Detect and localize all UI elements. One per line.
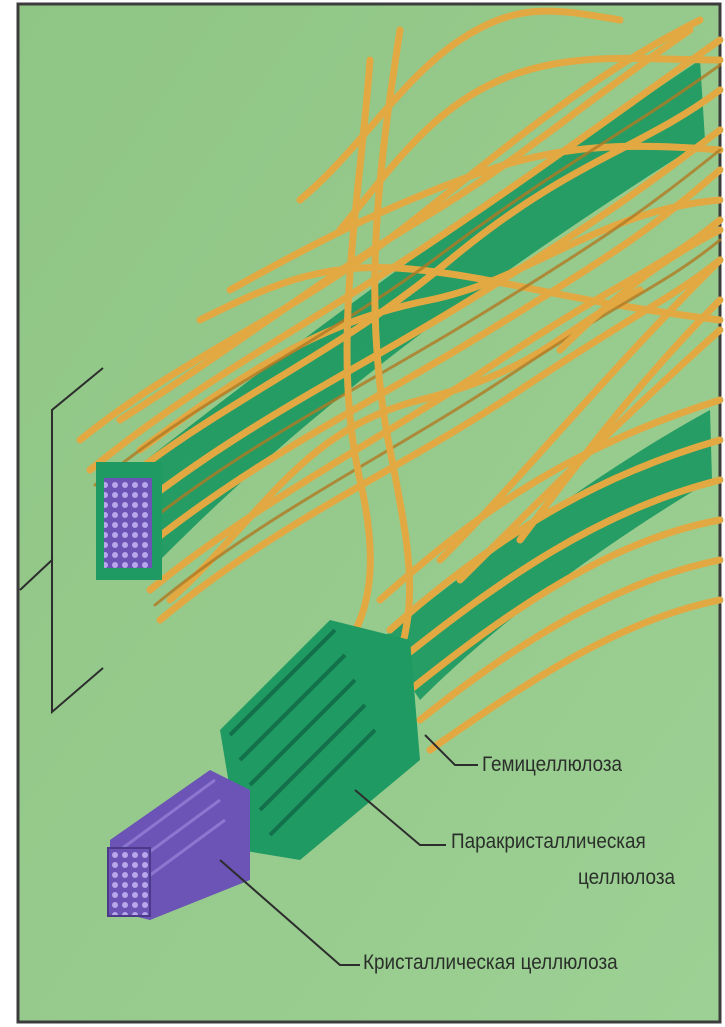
label-paracrystalline-line2: целлюлоза [578, 865, 675, 890]
label-paracrystalline-line1: Паракристаллическая [451, 829, 646, 854]
crystalline-cross-section [108, 848, 150, 916]
fiber-bundle-cross-section-icon [96, 462, 162, 580]
label-hemicellulose: Гемицеллюлоза [482, 752, 622, 777]
label-crystalline: Кристаллическая целлюлоза [363, 950, 618, 975]
